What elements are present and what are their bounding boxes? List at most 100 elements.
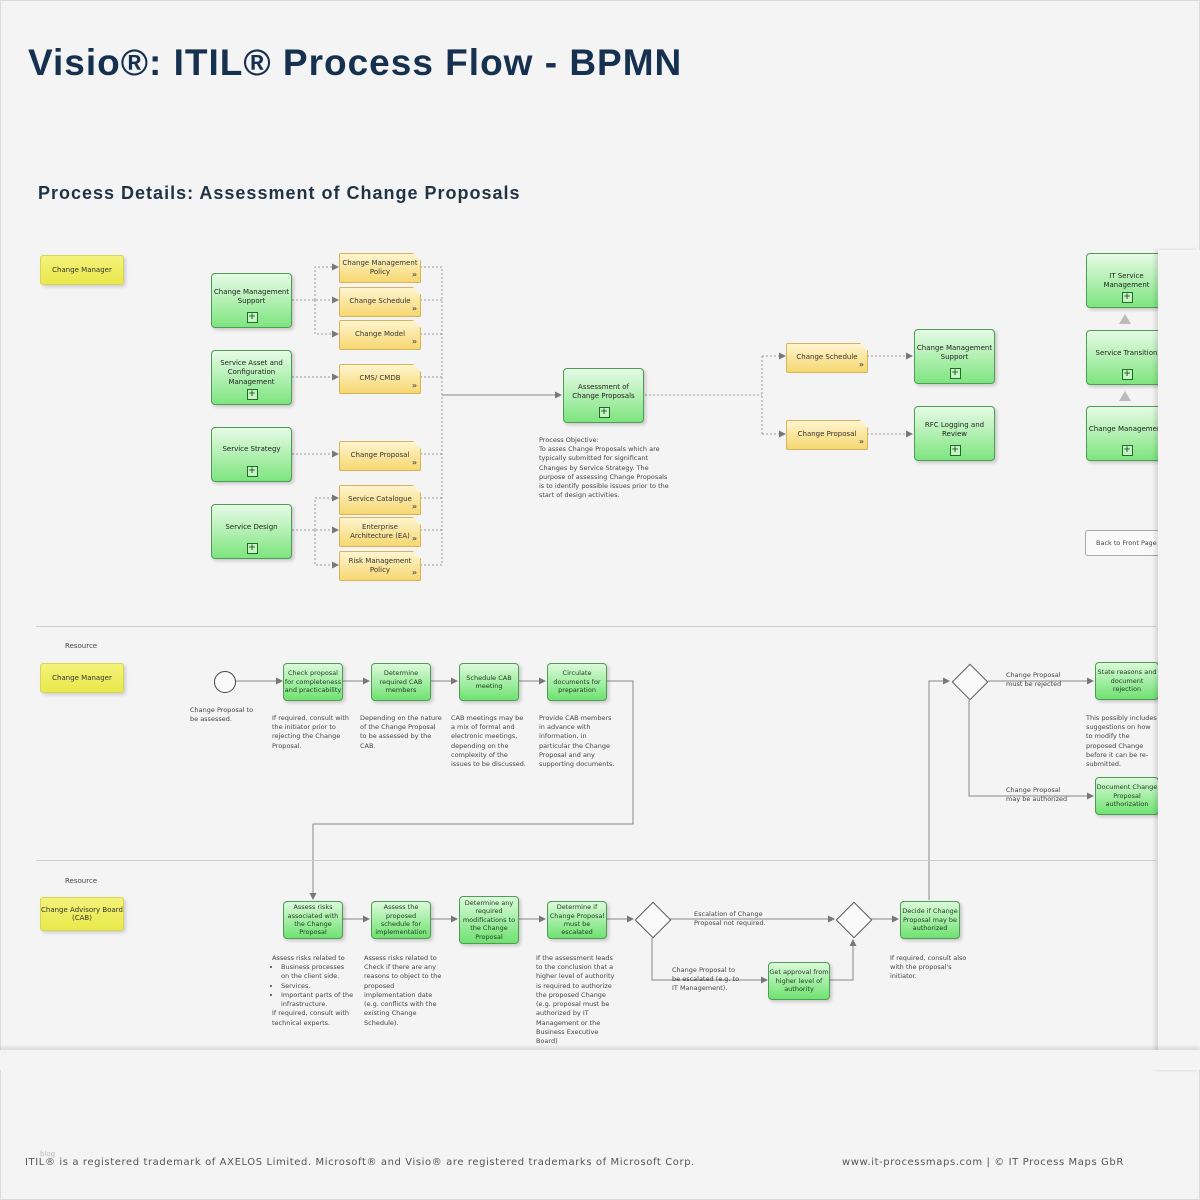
process-service-strategy[interactable]: Service Strategy + [211,427,292,482]
expand-plus-icon[interactable]: + [949,445,961,456]
risk-note-item: Services. [281,982,354,991]
doc-service-catalogue[interactable]: Service Catalogue» [339,485,421,515]
expand-plus-icon[interactable]: + [1121,445,1133,456]
expand-plus-icon[interactable]: + [246,389,258,400]
task-determine-escalation[interactable]: Determine if Change Proposal must be esc… [547,901,607,939]
process-sacm[interactable]: Service Asset and Configuration Manageme… [211,350,292,405]
flow-design-risk [314,530,339,569]
lane-role-change-manager: Change Manager [40,663,124,693]
doc-label: Change Proposal [350,451,410,460]
flow-design-catalogue [314,494,339,530]
doc-change-schedule-out[interactable]: Change Schedule» [786,343,868,373]
risk-note-intro: Assess risks related to [272,954,345,962]
lane-divider [36,626,1156,627]
doc-label: Enterprise Architecture (EA) [350,522,410,540]
process-change-management-support[interactable]: Change Management Support + [211,273,292,328]
task-schedule-cab-meeting[interactable]: Schedule CAB meeting [459,663,519,701]
process-label: Change Management [1088,425,1165,433]
hierarchy-up-triangle-icon [1119,391,1131,401]
role-change-manager: Change Manager [40,255,124,285]
start-event-note: Change Proposal to be assessed. [190,706,254,724]
expand-plus-icon[interactable]: + [246,543,258,554]
doc-cms-cmdb[interactable]: CMS/ CMDB » [339,364,421,394]
expand-plus-icon[interactable]: + [1121,292,1133,303]
doc-enterprise-architecture[interactable]: Enterprise Architecture (EA)» [339,517,421,547]
link-arrow-icon: » [411,568,417,578]
process-service-design[interactable]: Service Design + [211,504,292,559]
link-arrow-icon: » [411,381,417,391]
risk-note-item: Important parts of the infrastructure. [281,991,354,1009]
task-determine-cab-members[interactable]: Determine required CAB members [371,663,431,701]
expand-plus-icon[interactable]: + [1121,369,1133,380]
task-note: If required, consult with the initiator … [272,714,350,750]
doc-risk-management-policy[interactable]: Risk Management Policy» [339,551,421,581]
process-objective-note: Process Objective: To asses Change Propo… [539,436,669,500]
doc-label: Change Management Policy [342,258,418,276]
doc-label: Service Catalogue [348,495,412,504]
process-assessment-of-change-proposals[interactable]: Assessment of Change Proposals + [563,368,644,423]
hierarchy-it-service-management[interactable]: IT Service Management + [1086,253,1167,308]
task-note: Assess risks related to Check if there a… [364,954,442,1027]
process-rfc-logging-review[interactable]: RFC Logging and Review + [914,406,995,461]
lane-role-cab: Change Advisory Board (CAB) [40,897,124,931]
task-note: Provide CAB members in advance with info… [539,714,615,769]
expand-plus-icon[interactable]: + [949,368,961,379]
task-note: CAB meetings may be a mix of formal and … [451,714,526,769]
doc-change-schedule[interactable]: Change Schedule» [339,287,421,317]
task-decide-authorization[interactable]: Decide if Change Proposal may be authori… [900,901,960,939]
footer-tag: blog [40,1150,56,1158]
back-to-front-page-button[interactable]: Back to Front Page [1085,530,1165,556]
doc-change-proposal-out[interactable]: Change Proposal» [786,420,868,450]
hierarchy-service-transition[interactable]: Service Transition + [1086,330,1167,385]
process-label: Service Strategy [222,445,281,453]
hierarchy-change-management[interactable]: Change Management + [1086,406,1167,461]
risk-note: Assess risks related to Business process… [272,954,354,1028]
lane-divider [36,860,1156,861]
link-arrow-icon: » [411,458,417,468]
task-determine-modifications[interactable]: Determine any required modifications to … [459,896,519,944]
task-circulate-documents[interactable]: Circulate documents for preparation [547,663,607,701]
doc-label: Change Schedule [349,297,411,306]
torn-edge-right [1158,250,1200,1070]
edge-label-reject: Change Proposal must be rejected [1006,671,1062,689]
task-note: If the assessment leads to the conclusio… [536,954,615,1045]
doc-label: Change Model [354,330,406,339]
doc-change-proposal-in[interactable]: Change Proposal» [339,441,421,471]
task-document-rejection[interactable]: State reasons and document rejection [1095,662,1159,700]
section-title: Process Details: Assessment of Change Pr… [38,183,521,203]
process-label: Service Asset and Configuration Manageme… [220,359,283,386]
process-label: Change Management Support [916,344,993,362]
risk-note-item: Business processes on the client side. [281,963,354,981]
expand-plus-icon[interactable]: + [246,312,258,323]
doc-label: Change Schedule [796,353,858,362]
task-assess-schedule[interactable]: Assess the proposed schedule for impleme… [371,901,431,939]
expand-plus-icon[interactable]: + [598,407,610,418]
risk-note-outro: If required, consult with technical expe… [272,1009,350,1027]
risk-note-list: Business processes on the client side. S… [272,963,354,1009]
process-change-management-support-out[interactable]: Change Management Support + [914,329,995,384]
task-document-authorization[interactable]: Document Change Proposal authorization [1095,777,1159,815]
process-label: Service Transition [1095,349,1158,357]
process-label: Assessment of Change Proposals [572,383,635,401]
resource-label: Resource [65,642,98,650]
start-event[interactable] [214,671,236,693]
resource-label: Resource [65,877,98,885]
task-get-approval[interactable]: Get approval from higher level of author… [768,962,830,1000]
doc-change-management-policy[interactable]: Change Management Policy» [339,253,421,283]
flow-cms-policy [314,263,339,300]
footer-website[interactable]: www.it-processmaps.com | © IT Process Ma… [842,1157,1124,1168]
flow-cms-model [314,300,339,338]
link-arrow-icon: » [411,502,417,512]
task-check-proposal[interactable]: Check proposal for completeness and prac… [283,663,343,701]
task-note: If required, consult also with the propo… [890,954,967,981]
expand-plus-icon[interactable]: + [246,466,258,477]
doc-label: CMS/ CMDB [359,374,401,383]
link-arrow-icon: » [858,360,864,370]
link-arrow-icon: » [411,270,417,280]
edge-label-escalation: Change Proposal to be escalated (e.g. to… [672,966,740,993]
task-note: Depending on the nature of the Change Pr… [360,714,442,750]
doc-change-model[interactable]: Change Model» [339,320,421,350]
process-label: RFC Logging and Review [924,421,985,439]
task-assess-risks[interactable]: Assess risks associated with the Change … [283,901,343,939]
